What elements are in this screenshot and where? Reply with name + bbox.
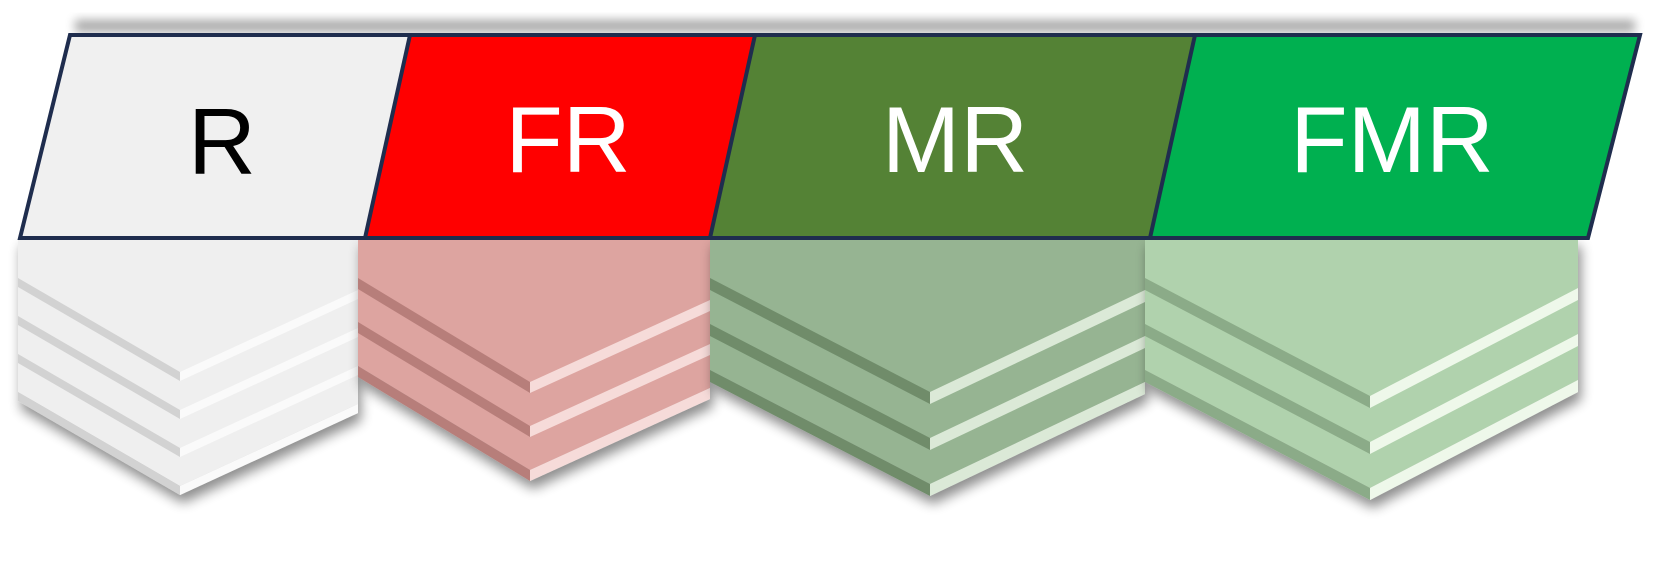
board-layer-edge-left — [358, 322, 530, 437]
board-layer-edge-left — [1145, 370, 1370, 500]
board-layer-edge-right — [930, 290, 1145, 404]
divider-fr-mr — [708, 34, 757, 239]
board-layer-edge-right — [530, 344, 710, 437]
header-top-shadow — [75, 20, 1635, 32]
board-layer-face — [710, 238, 1145, 392]
board-layer-edge-right — [1370, 288, 1578, 408]
board-layer-edge-right — [930, 382, 1145, 496]
label-fr: FR — [505, 87, 630, 192]
board-layer-edge-right — [180, 366, 358, 457]
board-layer-edge-right — [530, 300, 710, 393]
board-layer-edge-right — [930, 336, 1145, 450]
board-layer-edge-left — [358, 366, 530, 481]
board-layer-edge-left — [710, 324, 930, 450]
board-layer-edge-left — [710, 278, 930, 404]
header-segment-mr — [710, 35, 1195, 238]
board-layer-edge-left — [18, 354, 180, 457]
board-layer-face — [1145, 238, 1578, 396]
header-segment-fmr — [1150, 35, 1640, 238]
board-stack-fr — [358, 238, 710, 481]
label-fmr: FMR — [1290, 87, 1494, 192]
header-segment-r — [20, 35, 410, 238]
board-layer-edge-left — [18, 316, 180, 419]
board-layer-edge-right — [180, 290, 358, 381]
board-layer-edge-left — [18, 392, 180, 495]
board-layer-edge-right — [180, 328, 358, 419]
board-layer-edge-right — [530, 388, 710, 481]
divider-r-fr — [363, 34, 412, 239]
board-layer-edge-right — [1370, 380, 1578, 500]
label-r: R — [188, 89, 256, 194]
header-outline — [17, 33, 1643, 240]
header-segment-fr — [365, 35, 755, 238]
header-band — [17, 33, 1643, 240]
board-layer-edge-right — [180, 404, 358, 495]
board-layer-edge-left — [1145, 278, 1370, 408]
board-layer-edge-left — [1145, 324, 1370, 454]
divider-mr-fmr — [1148, 34, 1197, 239]
board-layer-edge-left — [18, 278, 180, 381]
board-layer-edge-right — [1370, 334, 1578, 454]
board-layer-face — [18, 238, 358, 372]
board-stack-fmr — [1145, 238, 1578, 500]
board-layer-face — [358, 238, 710, 382]
board-stack-r — [18, 238, 358, 495]
label-mr: MR — [882, 87, 1028, 192]
board-stack-mr — [710, 238, 1145, 496]
board-layer-edge-left — [710, 370, 930, 496]
board-layer-edge-left — [358, 278, 530, 393]
